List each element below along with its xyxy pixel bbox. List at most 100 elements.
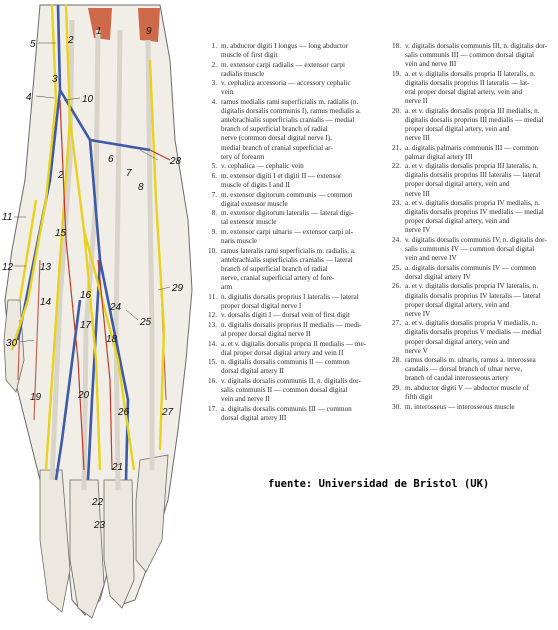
legend-text: v. cephalica accessoria — accessory ceph… — [221, 79, 351, 97]
legend-text: a. et v. digitalis dorsalis propria III … — [405, 162, 541, 198]
fig-label: 10 — [82, 94, 94, 105]
legend-text: v. digitalis dorsalis communis IV, n. di… — [405, 235, 547, 263]
legend-item: 3. v. cephalica accessoria — accessory ce… — [200, 79, 376, 97]
legend-text: m. interosseus — interosseous muscle — [405, 402, 515, 411]
toe-2 — [39, 469, 71, 613]
legend-number: 25. — [392, 263, 401, 272]
legend-number: 27. — [392, 319, 401, 328]
legend-text: m. extensor digiti I et digiti II — exte… — [221, 171, 342, 189]
fig-label: 2 — [57, 170, 64, 181]
legend-item: 18.v. digitalis dorsalis communis III, n… — [384, 42, 558, 69]
legend-number: 23. — [392, 199, 401, 208]
legend-number: 13. — [208, 320, 217, 329]
legend-number: 11. — [208, 292, 217, 301]
legend-number: 4. — [211, 98, 217, 107]
legend-number: 15. — [208, 358, 217, 367]
legend-text: a. et v. digitalis dorsalis propria V me… — [405, 319, 542, 355]
legend-text: v. cephalica — cephalic vein — [221, 162, 304, 171]
legend-number: 19. — [392, 69, 401, 78]
legend-item: 22. a. et v. digitalis dorsalis propria I… — [384, 162, 558, 198]
legend-text: v. digitalis dorsalis communis II, n. di… — [221, 376, 361, 404]
legend-number: 22. — [392, 162, 401, 171]
fig-label: 17 — [80, 320, 92, 331]
toe-3 — [69, 479, 105, 619]
fig-label: 2 — [67, 35, 74, 46]
legend-number: 8. — [211, 209, 217, 218]
legend-text: a. digitalis dorsalis communis IV — comm… — [405, 263, 537, 281]
legend-item: 14.a. et v. digitalis dorsalis propria I… — [200, 340, 376, 358]
fig-label: 18 — [106, 334, 118, 345]
legend-text: a. et v. digitalis dorsalis propria II m… — [221, 339, 367, 357]
legend-text: a. digitalis palmaris communis III — com… — [405, 143, 539, 161]
legend-item: 25. a. digitalis dorsalis communis IV — c… — [384, 264, 558, 282]
legend-number: 1. — [211, 42, 217, 50]
legend-item: 27. a. et v. digitalis dorsalis propria V… — [384, 319, 558, 355]
legend-column-left: 1.m. abductor digiti I longus — long abd… — [200, 42, 376, 423]
fig-label: 24 — [109, 302, 122, 313]
legend-item: 20.a. et v. digitalis dorsalis propria I… — [384, 107, 558, 143]
legend-text: ramus dorsalis m. ulnaris, ramus a. inte… — [405, 356, 536, 383]
anatomical-illustration: 5 2 1 9 3 4 10 6 7 8 28 2 11 15 13 12 14… — [0, 0, 200, 630]
veins — [16, 4, 151, 481]
legend-item: 28.ramus dorsalis m. ulnaris, ramus a. i… — [384, 356, 558, 383]
fig-label: 28 — [169, 156, 182, 167]
fig-label: 21 — [111, 462, 123, 473]
legend-number: 18. — [392, 42, 401, 50]
legend-number: 7. — [211, 190, 217, 199]
legend-text: a. et v. digitalis dorsalis propria II l… — [405, 69, 536, 106]
legend-text: m. extensor digitorum lateralis — latera… — [221, 209, 354, 227]
legend-item: 26.a. et v. digitalis dorsalis propria I… — [384, 282, 558, 318]
legend-text: n. digitalis dorsalis communis II — comm… — [221, 358, 350, 376]
legend-item: 30. m. interosseus — interosseous muscle — [384, 403, 558, 412]
legend-text: n. digitalis dorsalis proprius I lateral… — [221, 292, 359, 310]
legend-item: 1.m. abductor digiti I longus — long abd… — [200, 42, 376, 60]
legend-item: 11. n. digitalis dorsalis proprius I late… — [200, 293, 376, 311]
legend-item: 23.a. et v. digitalis dorsalis propria I… — [384, 199, 558, 235]
legend-number: 2. — [211, 60, 217, 69]
fig-label: 5 — [30, 39, 36, 50]
legend-number: 30. — [392, 402, 401, 411]
legend-text: m. extensor digitorum communis — common … — [221, 190, 353, 208]
fig-label: 25 — [139, 317, 152, 328]
legend-number: 24. — [392, 235, 401, 244]
fig-label: 8 — [138, 182, 144, 193]
fig-label: 20 — [77, 390, 90, 401]
legend-item: 4. ramus medialis rami superficialis m. r… — [200, 98, 376, 162]
paw-dorsal-view: 5 2 1 9 3 4 10 6 7 8 28 2 11 15 13 12 14… — [2, 4, 193, 619]
legend-column-right: 18.v. digitalis dorsalis communis III, n… — [384, 42, 558, 412]
legend-number: 5. — [211, 162, 217, 171]
leader-lines — [14, 42, 171, 343]
legend-number: 21. — [392, 143, 401, 152]
legend-item: 16.v. digitalis dorsalis communis II, n.… — [200, 377, 376, 404]
legend-text: m. abductor digiti V — abductor muscle o… — [405, 383, 529, 402]
fig-label: 3 — [52, 74, 58, 85]
arteries — [59, 99, 171, 471]
legend-text: ramus medialis rami superficialis m. rad… — [221, 98, 361, 161]
legend-number: 6. — [211, 171, 217, 180]
fig-label: 9 — [146, 26, 152, 37]
legend-item: 24. v. digitalis dorsalis communis IV, n.… — [384, 236, 558, 263]
fig-label: 27 — [161, 407, 174, 418]
fig-label: 13 — [40, 262, 52, 273]
legend-number: 29. — [392, 383, 401, 392]
fig-label: 30 — [6, 338, 18, 349]
legend-text: m. extensor carpi ulnaris — extensor car… — [221, 227, 354, 245]
legend-item: 15. n. digitalis dorsalis communis II — c… — [200, 358, 376, 376]
fig-label: 29 — [171, 283, 184, 294]
legend-number: 3. — [211, 79, 217, 88]
legend-item: 6. m. extensor digiti I et digiti II — ex… — [200, 172, 376, 190]
muscle-abductor — [88, 8, 112, 40]
legend-item: 17.a. digitalis dorsalis communis III — … — [200, 405, 376, 423]
legend-text: ramus lateralis rami superficialis m. ra… — [221, 246, 356, 291]
legend-text: a. et v. digitalis dorsalis propria III … — [405, 106, 544, 142]
legend-item: 21. a. digitalis palmaris communis III — … — [384, 144, 558, 162]
fig-label: 12 — [2, 262, 14, 273]
fig-label: 19 — [30, 392, 42, 403]
legend-number: 26. — [392, 282, 401, 291]
legend-text: n. digitalis dorsalis proprius II medial… — [221, 320, 362, 338]
fig-label: 11 — [2, 212, 12, 223]
legend-number: 9. — [211, 227, 217, 236]
legend-item: 10.ramus lateralis rami superficialis m.… — [200, 247, 376, 292]
fig-label: 26 — [117, 407, 130, 418]
legend-item: 5. v. cephalica — cephalic vein — [200, 162, 376, 171]
